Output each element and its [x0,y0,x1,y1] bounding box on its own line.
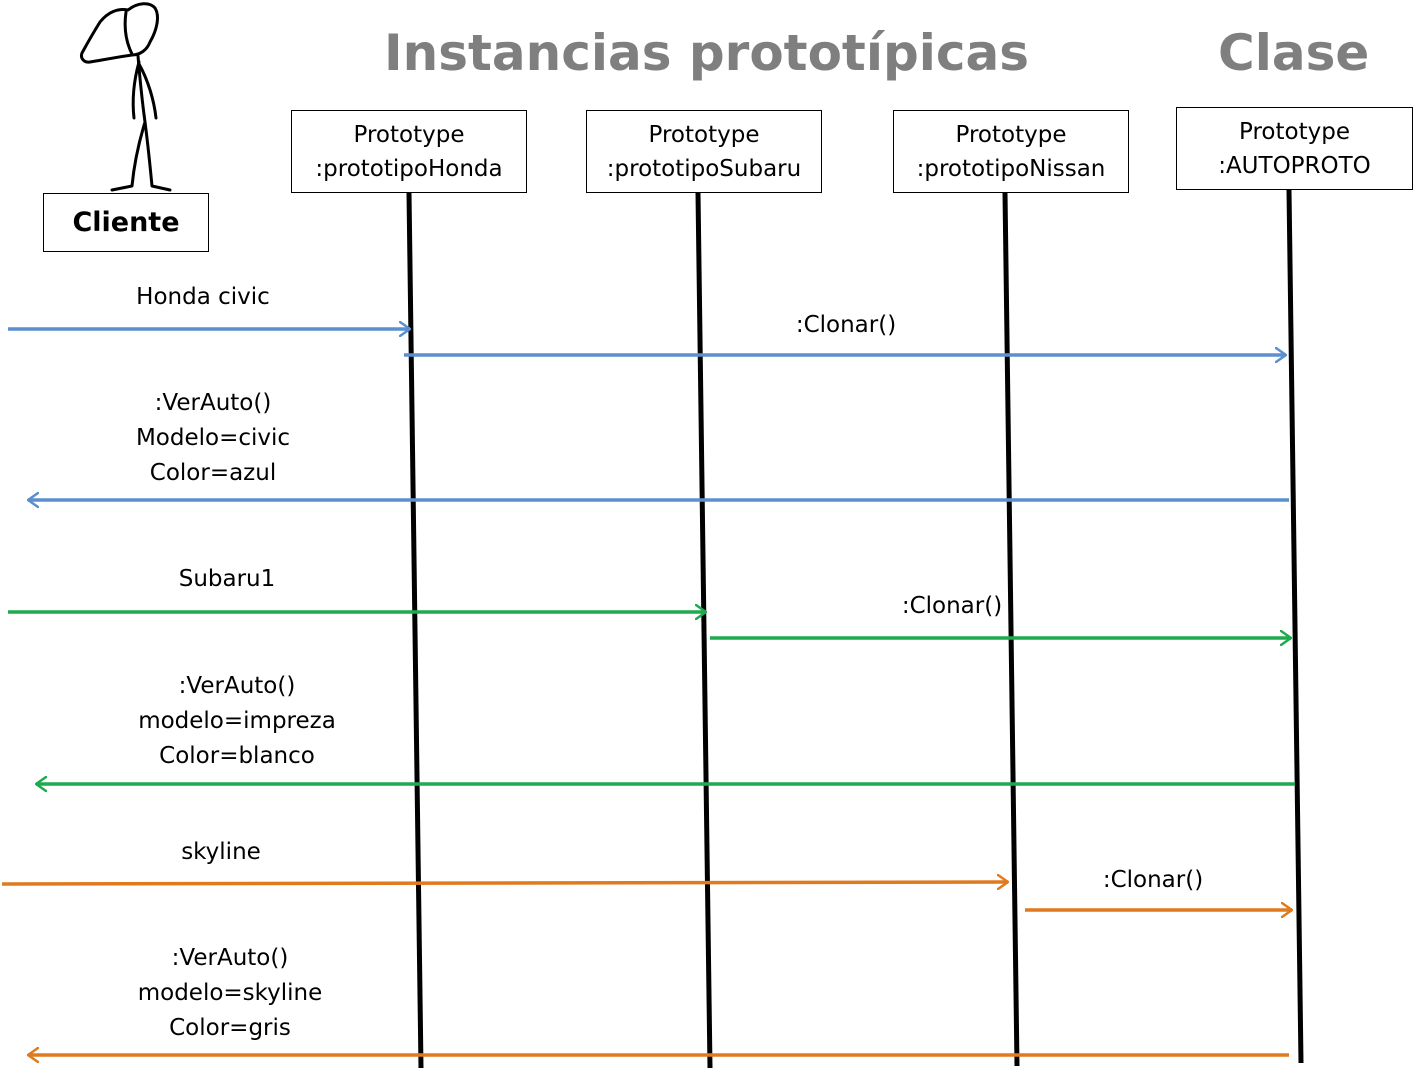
message-line: :VerAuto() [178,673,296,699]
message-line: Modelo=civic [135,425,291,451]
lifeline-stereotype: Prototype [648,121,760,148]
message-subaru-return: :VerAuto() modelo=impreza Color=blanco [138,669,336,774]
lifeline-name: :prototipoSubaru [606,155,802,182]
lifeline-honda [406,192,424,1069]
message-honda-clone: :Clonar() [795,312,897,338]
message-nissan-return: :VerAuto() modelo=skyline Color=gris [138,941,323,1046]
lifeline-nissan [1002,192,1020,1067]
message-line: modelo=skyline [137,980,323,1006]
lifeline-stereotype: Prototype [1239,118,1350,145]
lifeline-name: :prototipoNissan [916,155,1106,182]
lifeline-name: :AUTOPROTO [1218,152,1371,179]
lifeline-subaru [695,192,713,1069]
message-line: Color=blanco [159,743,315,769]
message-subaru-clone: :Clonar() [901,593,1003,619]
message-subaru-request: Subaru1 [178,566,276,592]
lifeline-autoproto [1286,189,1304,1064]
arrow-nissan-request [1,882,1008,884]
lifeline-box-nissan: Prototype :prototipoNissan [893,110,1129,193]
actor-label: Cliente [72,207,180,238]
lifeline-stereotype: Prototype [955,121,1067,148]
heading-instances: Instancias prototípicas [384,24,1030,82]
message-line: Color=gris [169,1015,291,1041]
lifeline-box-honda: Prototype :prototipoHonda [291,110,527,193]
lifeline-box-autoproto: Prototype :AUTOPROTO [1176,107,1413,190]
message-honda-request: Honda civic [136,284,270,310]
message-line: :VerAuto() [171,945,289,971]
lifeline-name: :prototipoHonda [315,155,503,182]
message-honda-return: :VerAuto() Modelo=civic Color=azul [136,386,290,491]
actor-label-box: Cliente [43,193,209,252]
message-nissan-request: skyline [181,839,261,865]
message-line: Color=azul [149,460,277,486]
actor-figure-icon [80,2,172,192]
heading-class: Clase [1218,24,1370,82]
message-line: :VerAuto() [154,390,272,416]
message-line: modelo=impreza [138,708,336,734]
message-nissan-clone: :Clonar() [1102,867,1204,893]
lifeline-stereotype: Prototype [353,121,465,148]
lifeline-box-subaru: Prototype :prototipoSubaru [586,110,822,193]
